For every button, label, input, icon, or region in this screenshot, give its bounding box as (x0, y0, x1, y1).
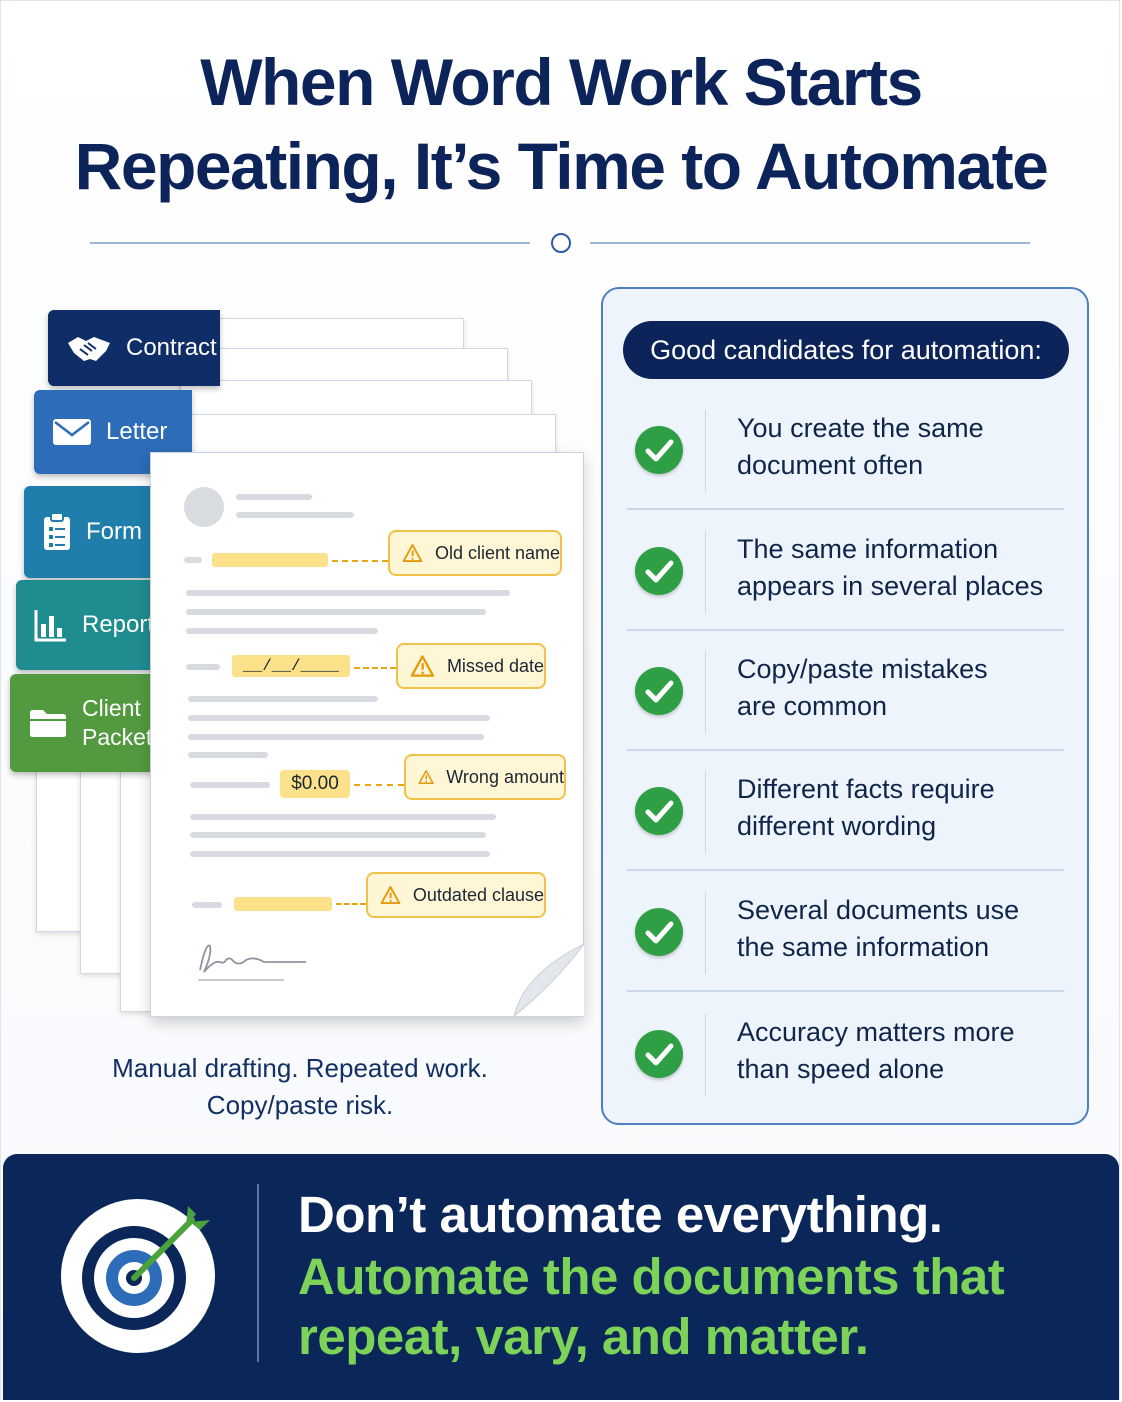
illustration-caption: Manual drafting. Repeated work. Copy/pas… (112, 1053, 488, 1120)
text-line (186, 609, 486, 615)
footer-line-3: repeat, vary, and matter. (298, 1308, 869, 1365)
text-line (186, 664, 220, 670)
title-divider (90, 232, 1030, 254)
check-icon (635, 667, 683, 715)
text-line (190, 832, 486, 838)
check-icon (635, 908, 683, 956)
text-line (188, 752, 268, 758)
warning-icon (410, 655, 435, 677)
warning-callout: Missed date (396, 643, 546, 689)
envelope-icon (53, 419, 91, 445)
connector (336, 903, 366, 905)
folder-icon (30, 710, 66, 737)
tab-report: Report (16, 580, 156, 670)
warning-callout: Wrong amount (404, 754, 566, 800)
warning-icon (380, 885, 401, 905)
candidates-panel (601, 287, 1089, 1125)
text-line (190, 851, 490, 857)
footer-line-1: Don’t automate everything. (298, 1186, 943, 1243)
page-title: When Word Work Starts Repeating, It’s Ti… (0, 40, 1122, 208)
connector (354, 784, 404, 786)
text-line (192, 902, 222, 908)
connector (332, 560, 388, 562)
check-icon (635, 1030, 683, 1078)
check-icon (635, 787, 683, 835)
footer-divider (257, 1184, 259, 1362)
text-line (188, 696, 378, 702)
title-line-2: Repeating, It’s Time to Automate (74, 129, 1049, 203)
text-line (186, 590, 510, 596)
footer-line-2: Automate the documents that (298, 1248, 1005, 1305)
tab-form: Form (24, 486, 156, 578)
text-line (188, 734, 484, 740)
target-icon (61, 1199, 215, 1353)
tab-label: Letter (106, 418, 168, 445)
divider-circle-icon (551, 233, 571, 253)
text-line (188, 715, 490, 721)
page-curl (514, 944, 584, 1016)
title-line-1: When Word Work Starts (200, 45, 923, 119)
handshake-icon (68, 337, 110, 361)
connector (354, 667, 396, 669)
signature-icon (198, 944, 306, 981)
text-line (236, 494, 312, 500)
stacked-page (180, 414, 556, 456)
tab-label: Contract (126, 334, 217, 361)
text-line (236, 512, 354, 518)
check-icon (635, 547, 683, 595)
date-field: __/__/____ (232, 655, 350, 677)
clipboard-icon (44, 512, 70, 550)
text-line (184, 557, 202, 563)
tab-client-packet: Client Packet (10, 674, 160, 772)
text-line (186, 628, 378, 634)
tab-label: Report (82, 611, 155, 638)
avatar-placeholder (184, 487, 224, 527)
warning-icon (402, 543, 423, 563)
highlight-field (212, 553, 328, 567)
highlight-field (234, 897, 332, 911)
text-line (190, 814, 496, 820)
candidates-heading: Good candidates for automation: (623, 321, 1069, 379)
tab-contract: Contract (48, 310, 220, 386)
tab-label: Form (86, 518, 142, 545)
bar-chart-icon (34, 610, 66, 642)
warning-callout: Outdated clause (366, 872, 546, 918)
warning-callout: Old client name (388, 530, 562, 576)
text-line (190, 782, 270, 788)
amount-field: $0.00 (280, 770, 350, 798)
warning-icon (418, 769, 434, 785)
check-icon (635, 426, 683, 474)
tab-label: Client Packet (82, 695, 153, 750)
